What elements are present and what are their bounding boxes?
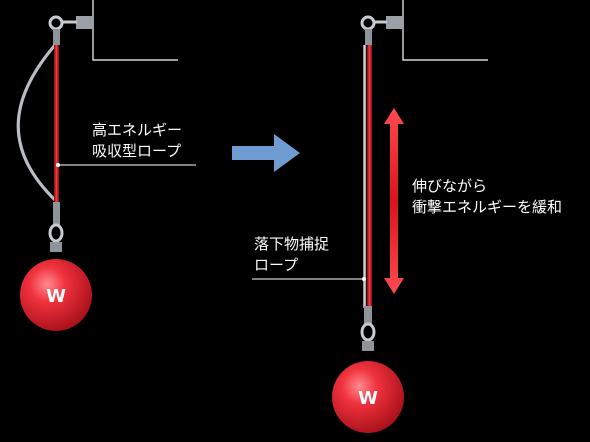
ceiling-bracket-left: [92, 0, 178, 61]
top-shackle-right: [360, 15, 376, 31]
ceiling-bracket-right: [402, 0, 488, 61]
after-state: W: [252, 0, 488, 433]
top-ferrule-left: [53, 29, 60, 45]
leader-dot-catch-rope: [362, 277, 366, 281]
weight-hook-left: [50, 242, 62, 252]
right-arrow-icon: [232, 134, 300, 172]
weight-symbol-right: W: [358, 388, 378, 409]
energy-absorbing-rope-right: [367, 45, 372, 308]
weight-ball-left: [20, 259, 92, 331]
bottom-ferrule-left: [53, 202, 60, 226]
bottom-ring-left: [48, 223, 64, 243]
slack-steel-rope-left: [16, 43, 57, 202]
before-state: W: [16, 0, 196, 331]
leader-dot-before-rope: [56, 163, 60, 167]
before-rope-label-line1: 高エネルギー: [92, 121, 183, 139]
before-rope-label-line2: 吸収型ロープ: [92, 142, 182, 160]
anchor-plate-left: [76, 16, 93, 29]
taut-steel-rope-right: [363, 45, 367, 308]
catch-rope-label-line2: ロープ: [254, 256, 299, 274]
energy-absorbing-rope-left: [54, 45, 59, 203]
double-vertical-arrow-icon: [384, 108, 404, 294]
catch-rope-label-line1: 落下物捕捉: [254, 235, 330, 253]
bottom-ferrule-right: [364, 306, 372, 324]
anchor-plate-right: [386, 16, 403, 29]
after-effect-label-line2: 衝撃エネルギーを緩和: [412, 198, 563, 216]
weight-ball-right: [332, 361, 404, 433]
weight-symbol-left: W: [46, 286, 66, 307]
bottom-ring-right: [360, 322, 376, 342]
top-shackle-left: [48, 15, 64, 31]
weight-hook-right: [362, 341, 374, 351]
after-effect-label-line1: 伸びながら: [412, 177, 488, 195]
top-ferrule-right: [365, 29, 372, 45]
